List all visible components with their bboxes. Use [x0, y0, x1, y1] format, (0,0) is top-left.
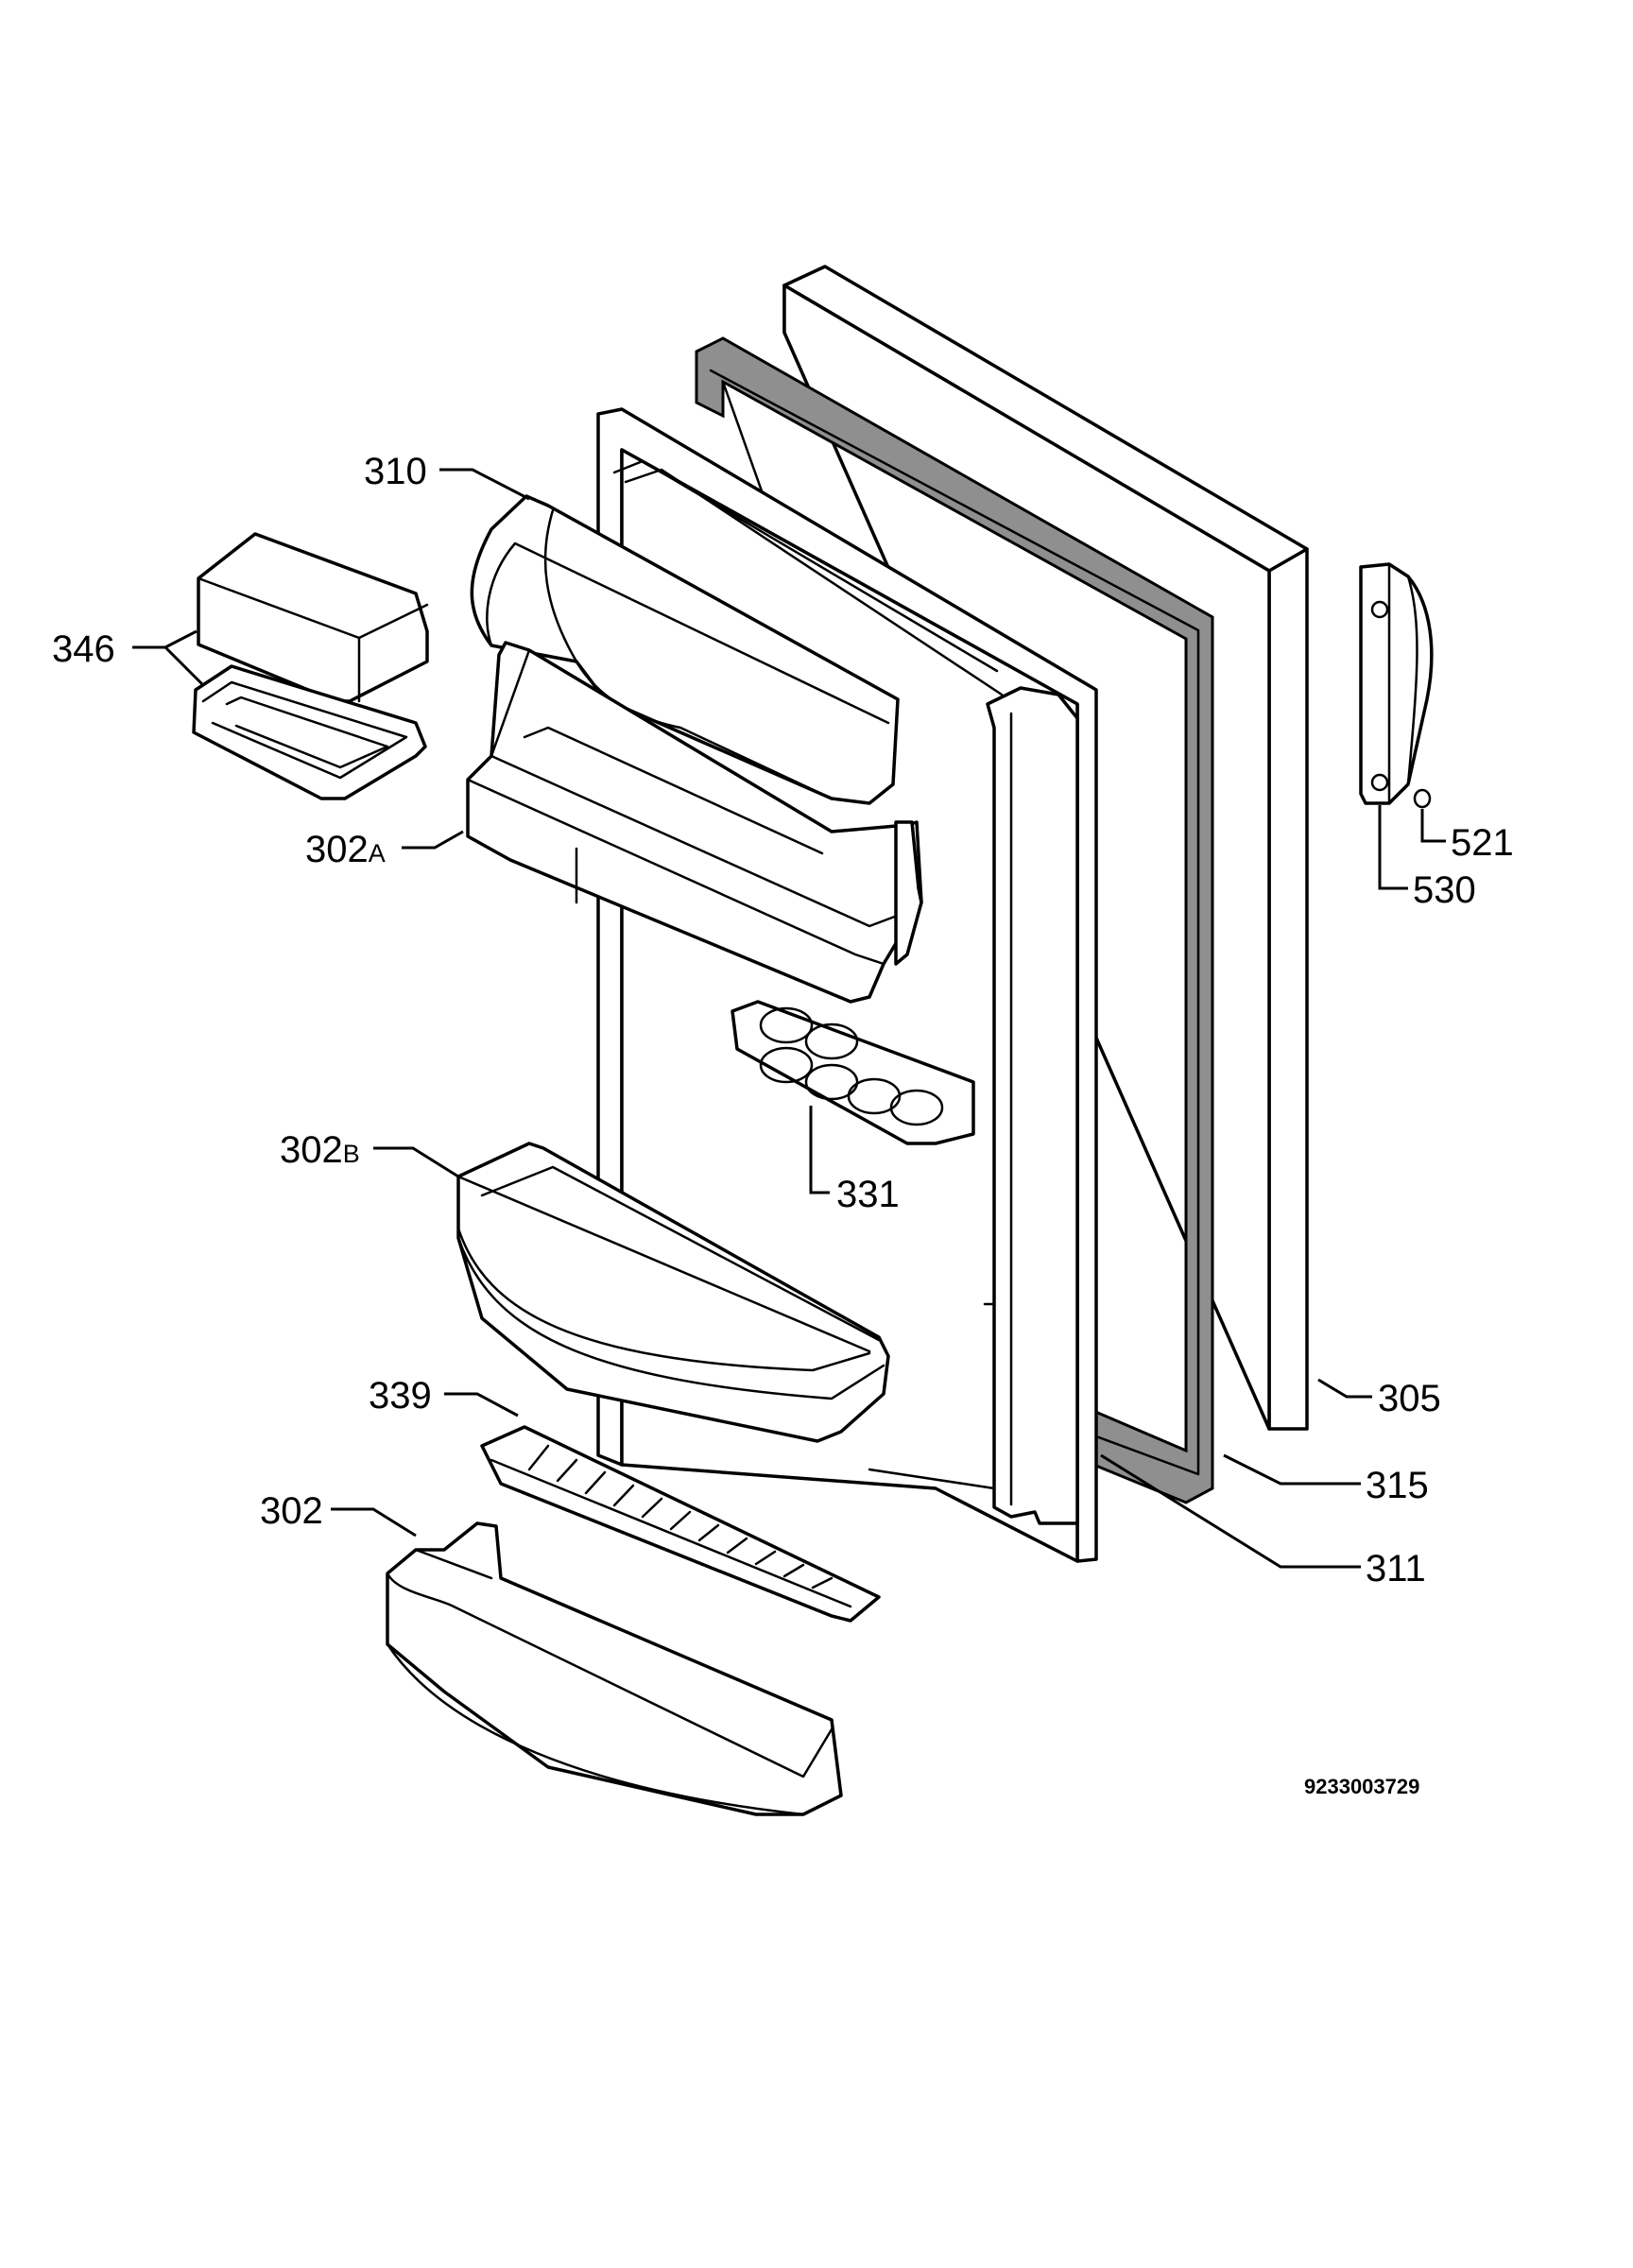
- label-302b-suffix: B: [343, 1140, 360, 1168]
- door-handle-530: [1359, 562, 1434, 805]
- label-305: 305: [1378, 1378, 1441, 1419]
- label-302b: 302B: [280, 1129, 360, 1171]
- leader-311: [1100, 1453, 1361, 1569]
- leader-302: [331, 1507, 417, 1538]
- bottle-rack-339: [480, 1425, 881, 1623]
- clip-521: [1413, 788, 1432, 809]
- label-302a: 302A: [305, 829, 386, 870]
- egg-tray-331: [731, 1000, 975, 1145]
- leader-346: [132, 629, 198, 649]
- document-number: 9233003729: [1304, 1775, 1419, 1798]
- leader-310: [439, 468, 530, 501]
- label-315: 315: [1366, 1465, 1429, 1506]
- door-shelf-302: [386, 1521, 843, 1816]
- leader-339: [444, 1392, 519, 1418]
- label-311: 311: [1366, 1548, 1426, 1589]
- door-shelf-302b: [456, 1142, 890, 1443]
- butter-box-lid-346: [197, 532, 429, 703]
- butter-box-base-346: [192, 664, 427, 800]
- leader-315: [1223, 1453, 1361, 1486]
- leader-331: [809, 1106, 830, 1194]
- label-302b-number: 302: [280, 1129, 343, 1171]
- leader-530: [1378, 805, 1408, 890]
- door-shelf-302a: [466, 641, 923, 1004]
- leader-346-b: [163, 645, 205, 687]
- label-310: 310: [364, 451, 427, 492]
- label-302: 302: [260, 1490, 323, 1532]
- leader-521: [1420, 809, 1446, 843]
- label-346: 346: [52, 628, 115, 670]
- leader-302b: [373, 1146, 459, 1178]
- label-302a-number: 302: [305, 829, 369, 870]
- label-530: 530: [1413, 869, 1476, 911]
- label-302a-suffix: A: [369, 839, 386, 868]
- label-339: 339: [369, 1375, 432, 1417]
- leader-302a: [402, 830, 464, 850]
- leader-305: [1317, 1378, 1372, 1399]
- label-331: 331: [836, 1174, 900, 1215]
- label-521: 521: [1451, 822, 1514, 864]
